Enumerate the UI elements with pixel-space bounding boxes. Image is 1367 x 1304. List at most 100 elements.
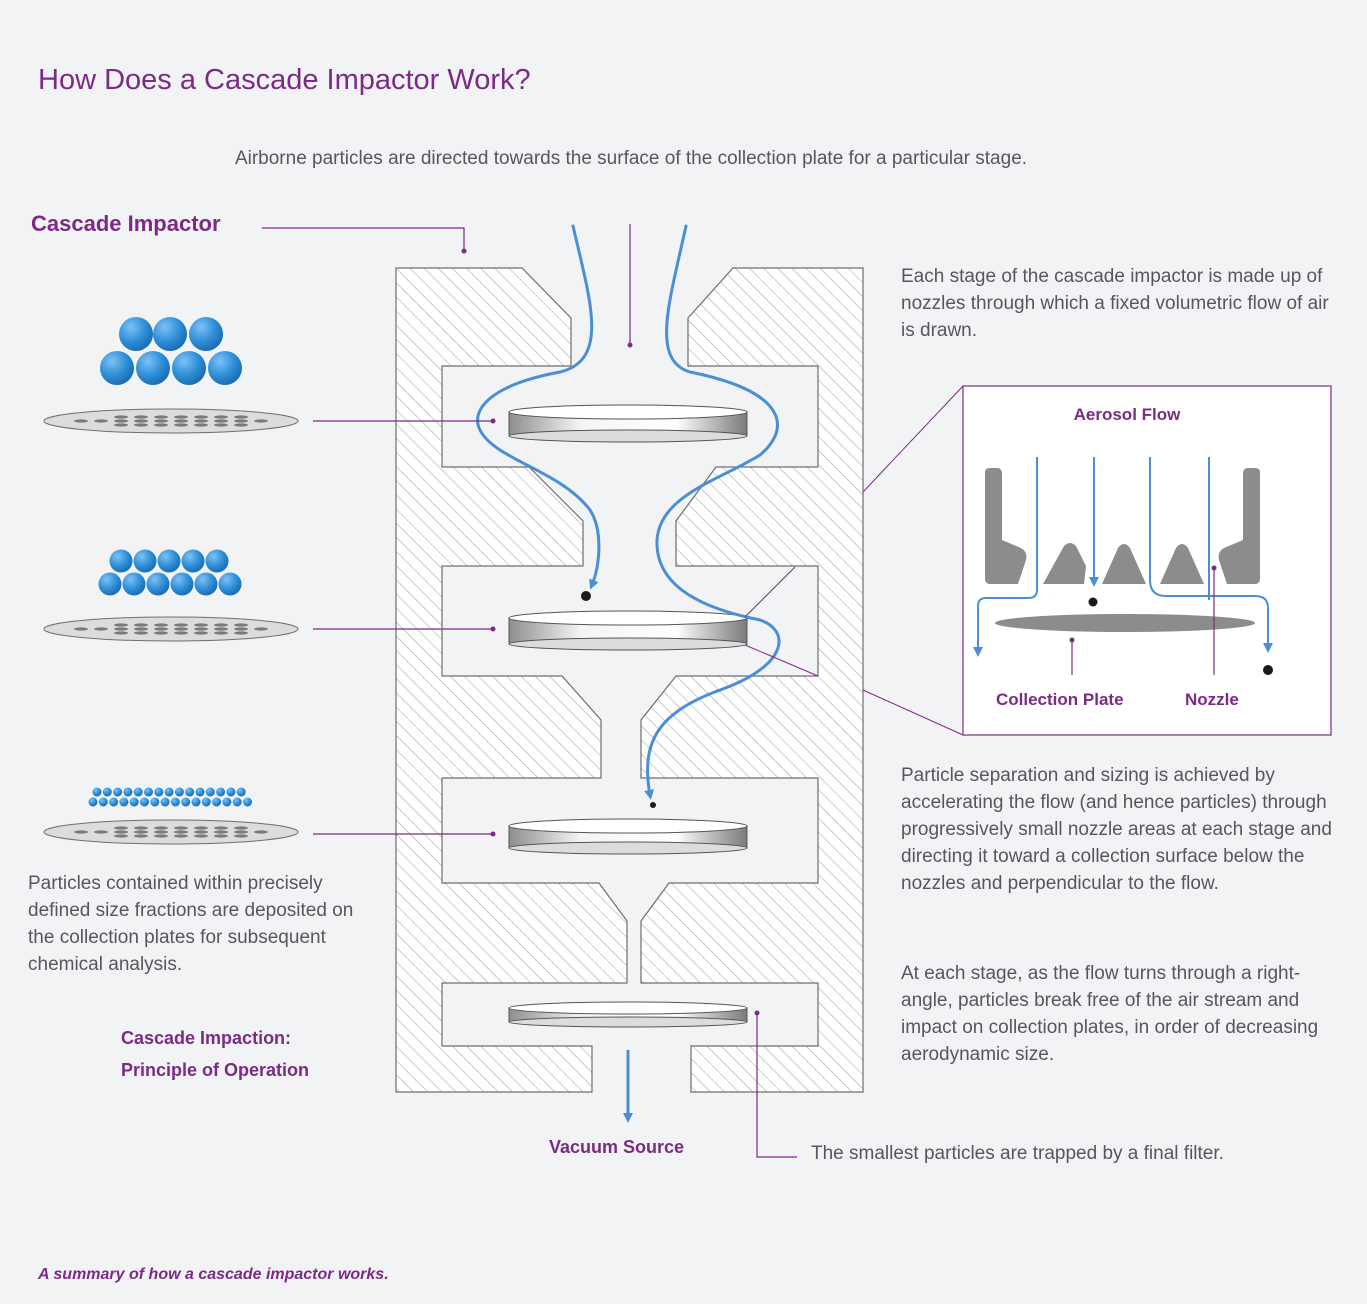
plate-hole (254, 830, 268, 834)
small-particle (133, 787, 143, 797)
page-title: How Does a Cascade Impactor Work? (38, 64, 531, 96)
plate-hole (114, 830, 128, 834)
small-particle (88, 797, 98, 807)
plate-hole (114, 631, 128, 635)
plate-hole (94, 830, 108, 834)
small-particle (205, 787, 215, 797)
plate-hole (214, 830, 228, 834)
cascade-pointer-line (262, 227, 465, 250)
large-particle (172, 351, 206, 385)
stage-description: Each stage of the cascade impactor is ma… (901, 266, 1329, 341)
large-particle (153, 317, 187, 351)
plate-hole (214, 423, 228, 427)
small-particle (243, 797, 252, 807)
plate-hole (134, 830, 148, 834)
plate-hole (174, 423, 188, 427)
plate-hole (154, 423, 168, 427)
figure-caption: A summary of how a cascade impactor work… (38, 1266, 389, 1283)
plate-hole (174, 631, 188, 635)
small-particle (102, 787, 112, 797)
plate-hole (114, 623, 128, 627)
large-particle (208, 351, 242, 385)
small-particle (140, 797, 149, 807)
medium-particle (133, 549, 157, 573)
plate-hole (174, 830, 188, 834)
medium-particle (205, 549, 229, 573)
plate-hole (94, 627, 108, 631)
medium-particle (194, 572, 218, 596)
plate-hole (214, 419, 228, 423)
small-particle (195, 787, 205, 797)
small-particle (201, 797, 211, 807)
plate-hole (134, 623, 148, 627)
plate-hole (114, 415, 128, 419)
plate-hole (94, 419, 108, 423)
small-particle (92, 787, 102, 797)
plate-hole (194, 623, 208, 627)
small-particle (123, 787, 133, 797)
small-particle (109, 797, 119, 807)
small-particle (129, 797, 139, 807)
top-description: Airborne particles are directed towards … (234, 148, 1028, 169)
plate-hole (134, 423, 148, 427)
large-particle (189, 317, 223, 351)
plate-hole (74, 830, 88, 834)
small-particle (216, 787, 226, 797)
large-particle (136, 351, 170, 385)
plate-hole (214, 631, 228, 635)
plate-hole (234, 423, 248, 427)
plate-hole (234, 830, 248, 834)
plate-hole (174, 834, 188, 838)
plate-hole (194, 423, 208, 427)
vacuum-source-label: Vacuum Source (549, 1137, 685, 1157)
large-particle (100, 351, 134, 385)
collection-plate-3 (508, 818, 748, 855)
plate-hole (234, 826, 248, 830)
impactor-body (395, 267, 864, 1093)
collection-plate-1 (508, 404, 748, 443)
right-angle-description: At each stage, as the flow turns through… (901, 963, 1319, 1065)
large-particle (119, 317, 153, 351)
plate-hole (134, 419, 148, 423)
plate-hole (154, 631, 168, 635)
collection-plate-2 (508, 610, 748, 651)
small-particle (181, 797, 191, 807)
plate-hole (154, 627, 168, 631)
inset-collection-plate (995, 614, 1255, 632)
impact-particle-2 (650, 802, 656, 808)
plate-hole (114, 419, 128, 423)
small-particle (164, 787, 174, 797)
plate-hole (154, 415, 168, 419)
small-particle (191, 797, 201, 807)
plate-hole (254, 419, 268, 423)
plate-hole (234, 623, 248, 627)
small-particle (236, 787, 246, 797)
small-particle (144, 787, 153, 797)
plate-hole (154, 419, 168, 423)
plate-hole (114, 423, 128, 427)
aerosol-flow-label: Aerosol Flow (1073, 405, 1181, 424)
size-fractions-description: Particles contained within precisely def… (28, 873, 354, 975)
small-particle (232, 797, 242, 807)
plate-hole (194, 826, 208, 830)
plate-hole (134, 415, 148, 419)
separation-description: Particle separation and sizing is achiev… (901, 765, 1332, 894)
plate-hole (154, 834, 168, 838)
air-flow-lines (476, 224, 781, 800)
impact-particle-1 (581, 591, 591, 601)
plate-hole (194, 627, 208, 631)
final-filter-description: The smallest particles are trapped by a … (811, 1143, 1224, 1164)
medium-particle (170, 572, 194, 596)
inset-nozzle-plate (985, 468, 1260, 584)
principle-title: Cascade Impaction: Principle of Operatio… (121, 1022, 309, 1086)
plate-hole (214, 415, 228, 419)
plate-hole (214, 834, 228, 838)
plate-hole (134, 631, 148, 635)
plate-hole (114, 826, 128, 830)
plate-hole (234, 627, 248, 631)
plate-hole (74, 419, 88, 423)
medium-particle (109, 549, 133, 573)
plate-hole (234, 834, 248, 838)
principle-line-1: Cascade Impaction: (121, 1028, 292, 1048)
